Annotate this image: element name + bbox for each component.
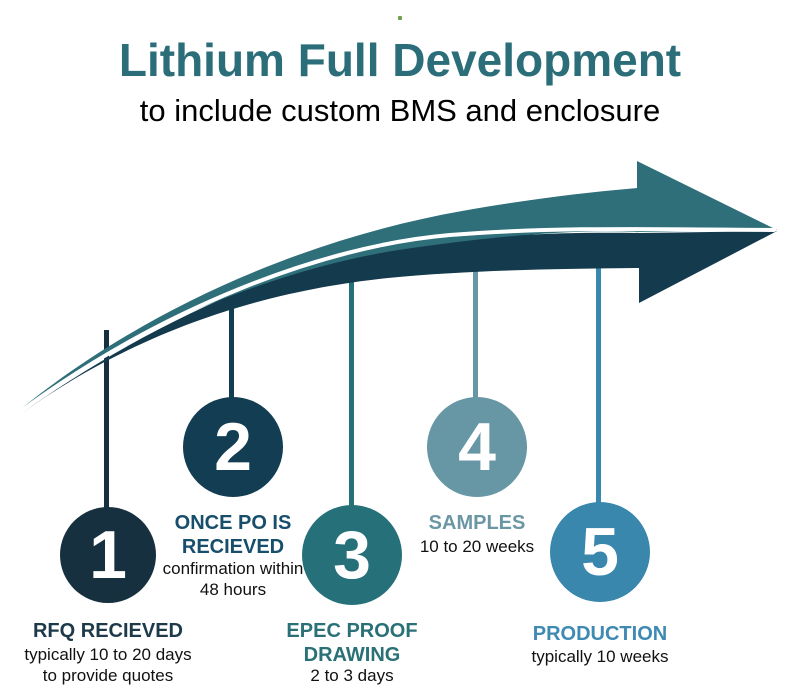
step-number: 5 bbox=[581, 514, 619, 590]
step-detail: typically 10 to 20 days to provide quote… bbox=[24, 645, 192, 685]
connector-line bbox=[473, 259, 478, 399]
arrow-white-divider bbox=[22, 227, 776, 411]
step-number: 1 bbox=[89, 517, 127, 593]
stray-dot bbox=[398, 16, 402, 20]
arrow-lower-band bbox=[22, 231, 777, 413]
step-detail: confirmation within 48 hours bbox=[162, 559, 304, 599]
connector-line bbox=[104, 330, 109, 510]
step-label: SAMPLES bbox=[428, 512, 526, 534]
step-detail: typically 10 weeks bbox=[531, 647, 669, 666]
arrow-upper-band bbox=[22, 161, 777, 408]
connector-line bbox=[349, 272, 354, 507]
step-number: 4 bbox=[458, 409, 496, 485]
step-circle: 4 bbox=[427, 397, 527, 497]
step-circle: 3 bbox=[302, 505, 402, 605]
step-number: 3 bbox=[333, 517, 371, 593]
step-circle: 1 bbox=[60, 507, 156, 603]
step-label: EPEC PROOF DRAWING bbox=[286, 620, 418, 666]
connector-line bbox=[596, 258, 601, 504]
step-number: 2 bbox=[214, 409, 252, 485]
connector-line bbox=[229, 286, 234, 399]
step-circle: 5 bbox=[550, 502, 650, 602]
page-title: Lithium Full Development bbox=[118, 34, 682, 86]
step-label: ONCE PO IS RECIEVED bbox=[174, 512, 292, 558]
step-label: PRODUCTION bbox=[532, 623, 668, 645]
page-subtitle: to include custom BMS and enclosure bbox=[139, 93, 661, 128]
step-detail: 10 to 20 weeks bbox=[419, 537, 535, 556]
step-label: RFQ RECIEVED bbox=[32, 620, 184, 642]
step-circle: 2 bbox=[183, 397, 283, 497]
step-detail: 2 to 3 days bbox=[310, 666, 394, 685]
